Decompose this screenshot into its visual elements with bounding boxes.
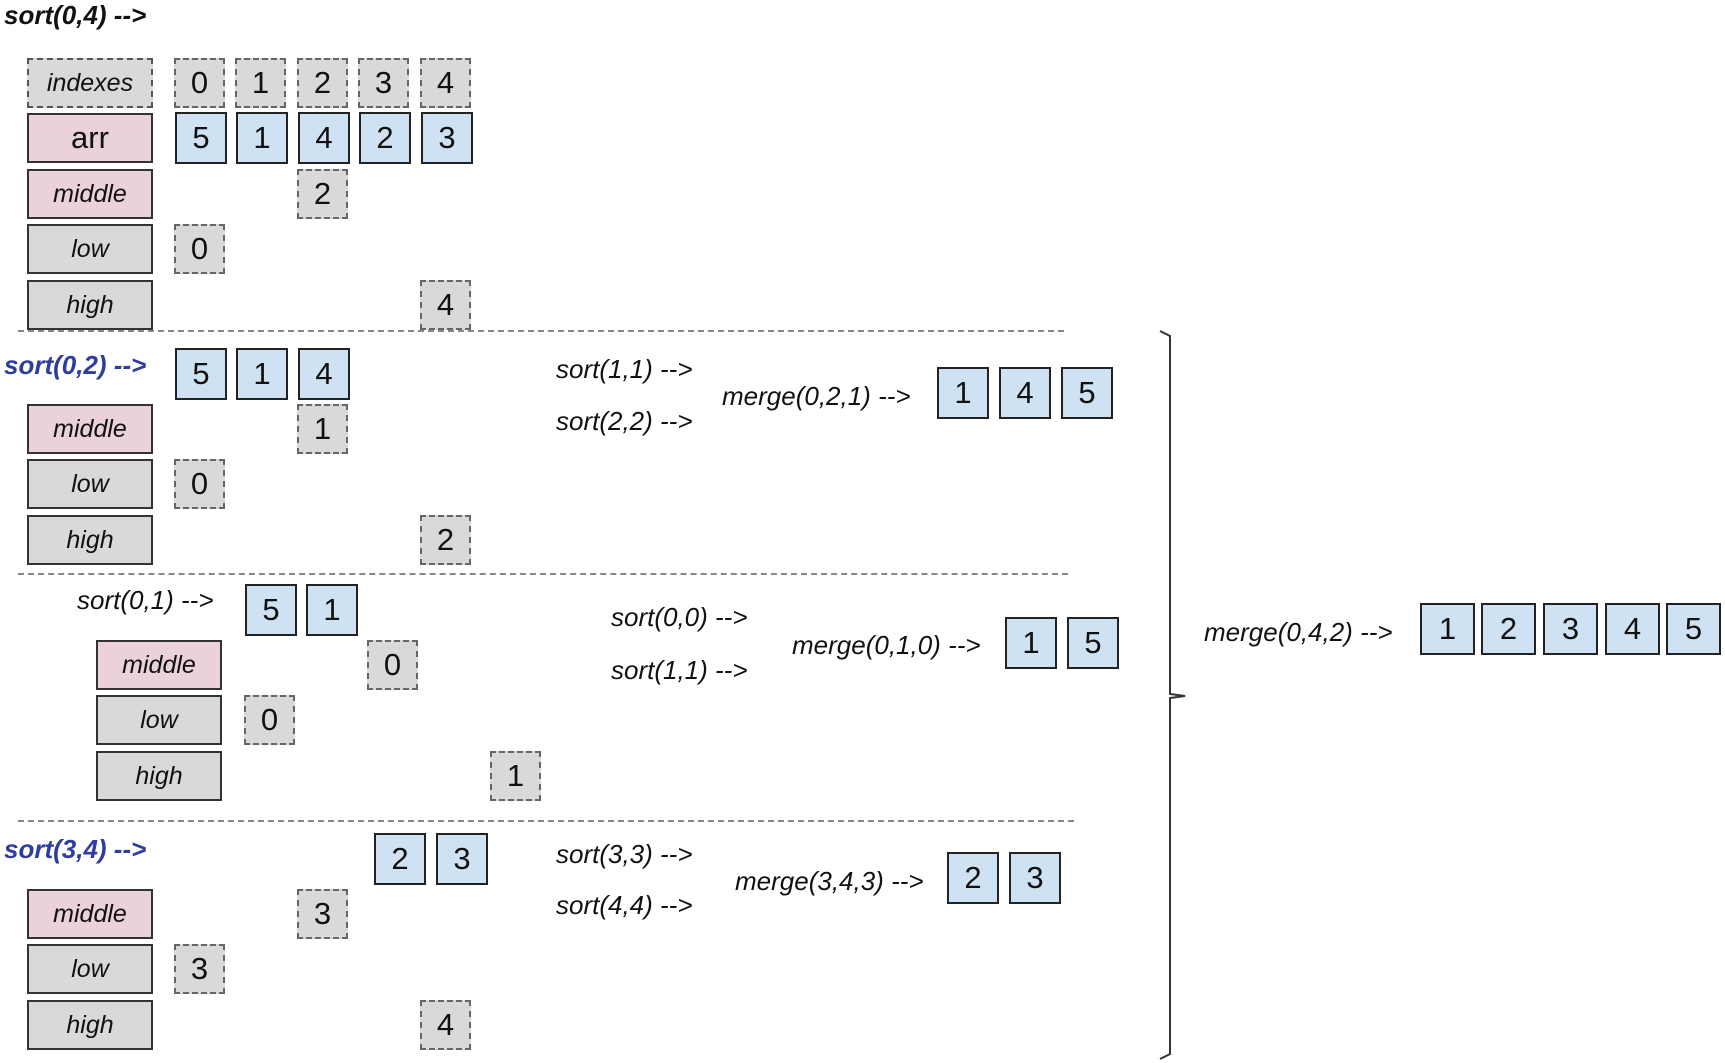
high-label: high xyxy=(27,515,153,565)
array-cell: 2 xyxy=(359,112,411,164)
low-value: 0 xyxy=(174,224,225,274)
merge-result-cell: 2 xyxy=(947,852,999,904)
merge-call-label: merge(0,2,1) --> xyxy=(722,381,911,411)
middle-value: 3 xyxy=(297,889,348,939)
array-cell: 5 xyxy=(245,584,297,636)
sort-0-4-header: sort(0,4) --> xyxy=(4,0,147,30)
middle-label: middle xyxy=(96,640,222,690)
final-result-cell: 5 xyxy=(1666,603,1721,655)
final-result-cell: 3 xyxy=(1543,603,1598,655)
section-divider xyxy=(18,573,1068,575)
final-result-cell: 1 xyxy=(1420,603,1475,655)
merge-result-cell: 5 xyxy=(1067,617,1119,669)
low-label: low xyxy=(27,944,153,994)
high-label: high xyxy=(27,280,153,330)
index-cell: 4 xyxy=(420,58,471,108)
arr-label: arr xyxy=(27,113,153,163)
index-cell: 2 xyxy=(297,58,348,108)
final-result-cell: 2 xyxy=(1481,603,1536,655)
middle-value: 1 xyxy=(297,404,348,454)
array-cell: 1 xyxy=(236,112,288,164)
middle-label: middle xyxy=(27,169,153,219)
high-value: 4 xyxy=(420,280,471,330)
array-cell: 4 xyxy=(298,112,350,164)
merge-result-cell: 5 xyxy=(1061,367,1113,419)
middle-label: middle xyxy=(27,404,153,454)
sort-0-1-header: sort(0,1) --> xyxy=(77,585,214,615)
section-divider xyxy=(18,330,1064,332)
low-label: low xyxy=(27,459,153,509)
right-brace-icon xyxy=(1159,330,1186,1060)
final-merge-label: merge(0,4,2) --> xyxy=(1204,617,1393,647)
index-cell: 3 xyxy=(358,58,409,108)
indexes-label: indexes xyxy=(27,58,153,108)
array-cell: 3 xyxy=(436,833,488,885)
low-label: low xyxy=(27,224,153,274)
merge-call-label: merge(0,1,0) --> xyxy=(792,630,981,660)
array-cell: 5 xyxy=(175,112,227,164)
merge-result-cell: 3 xyxy=(1009,852,1061,904)
sort-call-label: sort(1,1) --> xyxy=(556,354,693,384)
sort-0-2-header: sort(0,2) --> xyxy=(4,350,147,380)
low-label: low xyxy=(96,695,222,745)
high-value: 4 xyxy=(420,1000,471,1050)
sort-call-label: sort(1,1) --> xyxy=(611,655,748,685)
high-label: high xyxy=(27,1000,153,1050)
index-cell: 0 xyxy=(174,58,225,108)
merge-result-cell: 4 xyxy=(999,367,1051,419)
array-cell: 4 xyxy=(298,348,350,400)
middle-value: 0 xyxy=(367,640,418,690)
index-cell: 1 xyxy=(235,58,286,108)
high-label: high xyxy=(96,751,222,801)
high-value: 1 xyxy=(490,751,541,801)
middle-value: 2 xyxy=(297,169,348,219)
sort-call-label: sort(2,2) --> xyxy=(556,406,693,436)
sort-call-label: sort(0,0) --> xyxy=(611,602,748,632)
array-cell: 2 xyxy=(374,833,426,885)
low-value: 0 xyxy=(244,695,295,745)
middle-label: middle xyxy=(27,889,153,939)
merge-call-label: merge(3,4,3) --> xyxy=(735,866,924,896)
merge-result-cell: 1 xyxy=(937,367,989,419)
array-cell: 5 xyxy=(175,348,227,400)
high-value: 2 xyxy=(420,515,471,565)
final-result-cell: 4 xyxy=(1605,603,1660,655)
sort-call-label: sort(3,3) --> xyxy=(556,839,693,869)
merge-result-cell: 1 xyxy=(1005,617,1057,669)
low-value: 0 xyxy=(174,459,225,509)
array-cell: 3 xyxy=(421,112,473,164)
sort-3-4-header: sort(3,4) --> xyxy=(4,834,147,864)
sort-call-label: sort(4,4) --> xyxy=(556,890,693,920)
array-cell: 1 xyxy=(306,584,358,636)
array-cell: 1 xyxy=(236,348,288,400)
section-divider xyxy=(18,820,1074,822)
low-value: 3 xyxy=(174,944,225,994)
